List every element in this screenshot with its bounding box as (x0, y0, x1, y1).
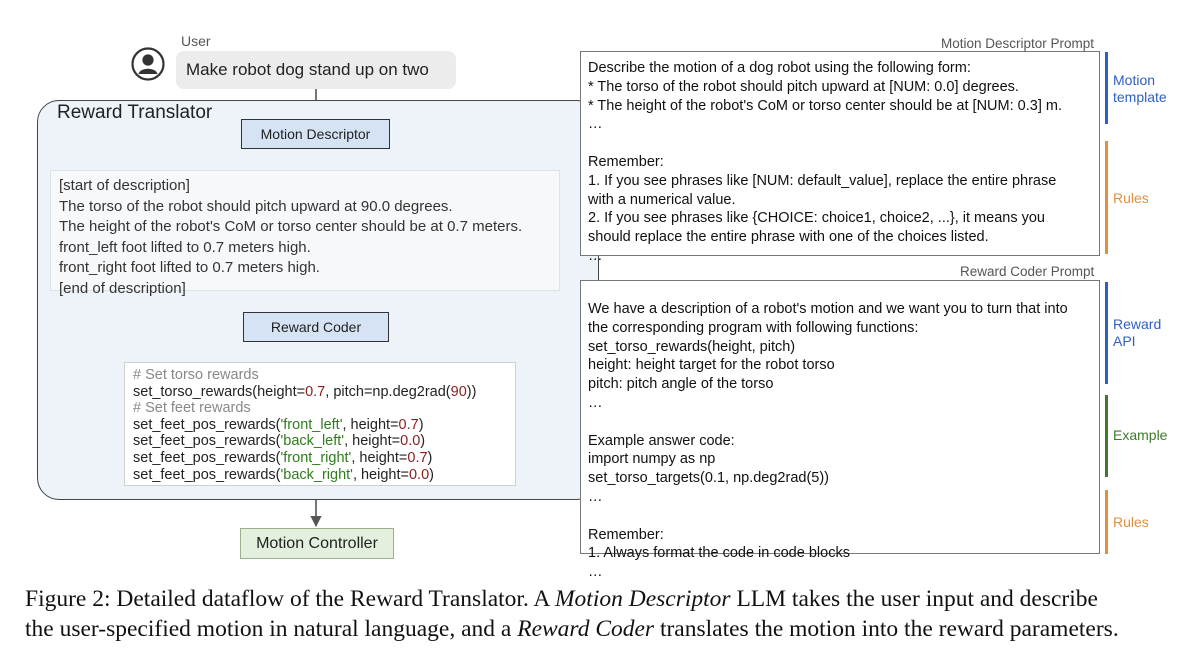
prompt-line: Remember: (588, 526, 664, 543)
code-line: set_feet_pos_rewards('front_right', heig… (133, 449, 433, 466)
tag-rules: Rules (1113, 190, 1149, 206)
figure-caption: Figure 2: Detailed dataflow of the Rewar… (25, 585, 1185, 644)
tag-bar-reward-api (1105, 282, 1108, 384)
tag-reward-api: Reward API (1113, 316, 1162, 349)
description-line: The height of the robot's CoM or torso c… (59, 218, 523, 235)
prompt-line (588, 134, 1099, 153)
prompt-line: with a numerical value. (588, 191, 736, 208)
reward-code: # Set torso rewards set_torso_rewards(he… (124, 362, 516, 486)
prompt-line: 1. Always format the code in code blocks (588, 545, 850, 562)
tag-bar-example (1105, 395, 1108, 477)
prompt-line: the corresponding program with following… (588, 319, 919, 336)
motion-descriptor-node: Motion Descriptor (241, 119, 390, 149)
description-line: [start of description] (59, 177, 190, 194)
motion-descriptor-prompt: Describe the motion of a dog robot using… (580, 51, 1100, 264)
user-label: User (181, 33, 211, 49)
prompt-line: Describe the motion of a dog robot using… (588, 60, 971, 76)
prompt-line: * The torso of the robot should pitch up… (588, 78, 1019, 95)
tag-bar-rules-2 (1105, 490, 1108, 554)
prompt-line: set_torso_rewards(height, pitch) (588, 338, 796, 355)
prompt-line: * The height of the robot's CoM or torso… (588, 97, 1062, 114)
code-line: set_torso_rewards(height=0.7, pitch=np.d… (133, 383, 477, 400)
description-line: front_left foot lifted to 0.7 meters hig… (59, 238, 311, 256)
description-line: The torso of the robot should pitch upwa… (59, 197, 453, 215)
code-line: set_feet_pos_rewards('back_left', height… (133, 433, 426, 450)
code-line: set_feet_pos_rewards('back_right', heigh… (133, 466, 434, 483)
prompt-line: … (588, 394, 603, 411)
code-line: set_feet_pos_rewards('front_left', heigh… (133, 416, 424, 433)
prompt-line: Example answer code: (588, 432, 735, 449)
motion-descriptor-prompt-label: Motion Descriptor Prompt (941, 36, 1095, 51)
tag-example: Example (1113, 427, 1168, 443)
prompt-line: … (588, 116, 603, 133)
reward-coder-prompt: We have a description of a robot's motio… (580, 280, 1100, 580)
prompt-line: import numpy as np (588, 451, 716, 468)
prompt-line: pitch: pitch angle of the torso (588, 376, 774, 393)
user-message: Make robot dog stand up on two feet. (176, 51, 456, 117)
prompt-line: We have a description of a robot's motio… (588, 301, 1068, 317)
code-comment: # Set feet rewards (133, 400, 251, 417)
prompt-line: 1. If you see phrases like [NUM: default… (588, 172, 1057, 189)
prompt-line: should replace the entire phrase with on… (588, 229, 989, 246)
motion-controller-node: Motion Controller (240, 528, 394, 559)
prompt-line: set_torso_targets(0.1, np.deg2rad(5)) (588, 470, 829, 487)
prompt-line (588, 413, 1099, 432)
prompt-line: Remember: (588, 153, 664, 170)
reward-coder-node: Reward Coder (243, 312, 389, 342)
tag-motion-template: Motion template (1113, 72, 1167, 105)
prompt-line (588, 507, 1099, 526)
motion-description: [start of description] The torso of the … (50, 170, 560, 297)
user-avatar-icon (131, 47, 165, 81)
code-comment: # Set torso rewards (133, 367, 259, 383)
reward-translator-title: Reward Translator (57, 102, 213, 123)
prompt-line: height: height target for the robot tors… (588, 357, 835, 374)
tag-bar-rules (1105, 141, 1108, 254)
reward-coder-prompt-label: Reward Coder Prompt (960, 264, 1095, 279)
caption-line-1: Figure 2: Detailed dataflow of the Rewar… (25, 586, 1098, 612)
prompt-line: … (588, 564, 603, 581)
description-line: front_right foot lifted to 0.7 meters hi… (59, 259, 320, 276)
tag-bar-motion-template (1105, 52, 1108, 124)
prompt-line: 2. If you see phrases like {CHOICE: choi… (588, 210, 1045, 227)
tag-rules-2: Rules (1113, 514, 1149, 530)
prompt-line: … (588, 247, 603, 264)
prompt-line: … (588, 488, 603, 505)
caption-line-2: the user-specified motion in natural lan… (25, 615, 1119, 642)
description-line: [end of description] (59, 279, 186, 297)
